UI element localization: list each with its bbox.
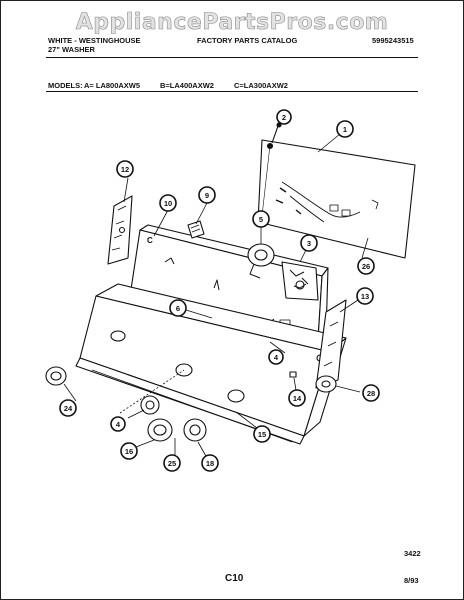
header-rule [46, 57, 418, 58]
svg-text:10: 10 [164, 199, 172, 208]
model-c: C=LA300AXW2 [234, 81, 288, 90]
callout-25: 25 [163, 454, 181, 472]
callout-9: 9 [198, 186, 216, 204]
callout-3: 3 [300, 234, 318, 252]
model-b: B=LA400AXW2 [160, 81, 214, 90]
models-label: MODELS: [48, 81, 83, 90]
svg-text:1: 1 [343, 125, 347, 134]
callout-14: 14 [288, 389, 306, 407]
knob [45, 366, 67, 386]
product-label: 27" WASHER [48, 45, 95, 54]
svg-text:3: 3 [307, 239, 311, 248]
knob [315, 375, 337, 393]
callout-24: 24 [59, 399, 77, 417]
svg-text:14: 14 [293, 394, 302, 403]
model-a: A= LA800AXW5 [84, 81, 141, 90]
callout-26: 26 [357, 257, 375, 275]
models-rule [46, 91, 418, 92]
water-level-switch [247, 243, 275, 279]
svg-text:15: 15 [258, 430, 266, 439]
catalog-part-number: 5995243515 [372, 36, 414, 45]
knob [140, 395, 160, 415]
callout-2: 2 [276, 109, 292, 125]
callout-5: 5 [252, 210, 270, 228]
svg-text:9: 9 [205, 191, 209, 200]
selector-switch [187, 220, 205, 239]
callout-13: 13 [356, 287, 374, 305]
catalog-title: FACTORY PARTS CATALOG [197, 36, 298, 45]
page-number: C10 [225, 573, 244, 584]
svg-text:26: 26 [362, 262, 370, 271]
callout-28: 28 [362, 384, 380, 402]
callout-12: 12 [116, 160, 134, 178]
end-cap [315, 299, 347, 389]
timer [281, 261, 319, 301]
brand-label: WHITE - WESTINGHOUSE [48, 36, 141, 45]
svg-text:4: 4 [116, 420, 121, 429]
screw [271, 122, 282, 144]
panel-letter: C [147, 236, 153, 245]
watermark: AppliancePartsPros.com [75, 10, 389, 36]
rear-cover-panel [257, 139, 416, 259]
callout-15: 15 [253, 425, 271, 443]
knob [147, 418, 173, 442]
clip [289, 371, 297, 378]
callout-4: 4 [110, 416, 126, 432]
svg-text:13: 13 [361, 292, 369, 301]
callout-16: 16 [120, 442, 138, 460]
catalog-date: 8/93 [404, 576, 419, 585]
svg-text:5: 5 [259, 215, 263, 224]
callout-18: 18 [201, 454, 219, 472]
callout-10: 10 [159, 194, 177, 212]
callout-1: 1 [336, 120, 354, 138]
callout-6: 6 [169, 299, 187, 317]
svg-text:24: 24 [64, 404, 73, 413]
svg-text:25: 25 [168, 459, 176, 468]
svg-text:4: 4 [274, 353, 279, 362]
callout-4: 4 [268, 349, 284, 365]
knob [183, 418, 207, 442]
svg-text:6: 6 [176, 304, 180, 313]
svg-text:28: 28 [367, 389, 375, 398]
svg-text:18: 18 [206, 459, 214, 468]
end-bracket [107, 195, 133, 265]
drawing-number: 3422 [404, 549, 421, 558]
svg-text:16: 16 [125, 447, 133, 456]
svg-text:12: 12 [121, 165, 129, 174]
svg-text:2: 2 [282, 113, 286, 122]
